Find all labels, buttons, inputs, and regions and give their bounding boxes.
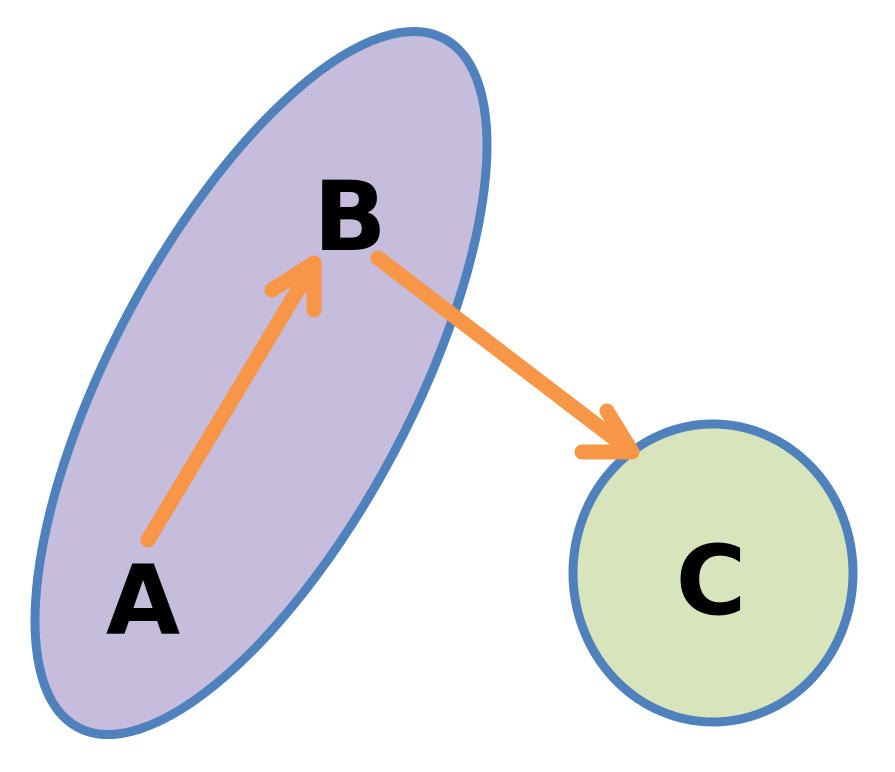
arrow-a-to-b — [140, 255, 322, 548]
arrow-a-to-b-shaft — [140, 255, 322, 548]
node-label-a: A — [106, 545, 180, 657]
arrow-b-to-c — [370, 250, 640, 460]
node-label-c: C — [676, 525, 746, 637]
arrow-b-to-c-shaft — [370, 250, 640, 460]
arrow-b-to-c-head — [574, 403, 640, 460]
arrow-a-to-b-head — [264, 255, 322, 318]
node-label-b: B — [313, 161, 386, 273]
circle-c — [568, 419, 858, 727]
ellipse-ab — [30, 27, 492, 739]
